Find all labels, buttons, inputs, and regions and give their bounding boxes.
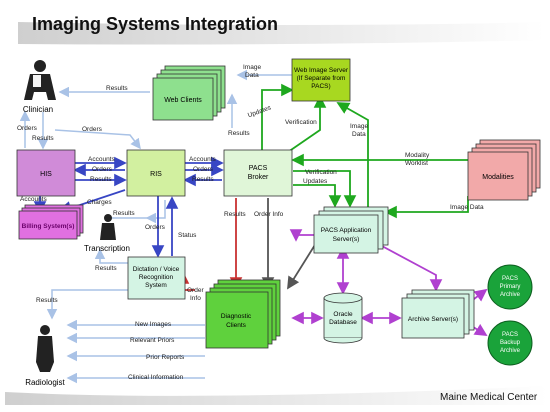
label-orders-2: Orders [193,166,214,173]
node-web-image-server: Web Image Server (If Separate from PACS) [291,58,351,102]
node-modalities: Modalities [467,139,541,201]
label-order-info-1: Order Info [254,211,284,218]
node-web-clients: Web Clients [152,65,226,121]
label-results-clinician: Results [106,85,128,92]
label-order-info-2-1: Order [187,287,204,294]
label-prior-reports: Prior Reports [146,354,185,361]
page-title: Imaging Systems Integration [32,14,278,34]
radiologist-icon [36,325,54,372]
light-blue-connectors [19,69,300,384]
backup-line3: Archive [500,348,521,354]
pacs-broker-line1: PACS [249,165,268,172]
modalities-label: Modalities [482,174,514,181]
label-verification-1: Verification [285,119,317,126]
backup-line1: PACS [502,332,518,338]
label-results-1: Results [90,176,112,183]
label-modality-worklist-1: Modality [405,152,430,159]
label-results-radiologist: Results [36,297,58,304]
node-pacs-backup-archive: PACS Backup Archive [487,320,533,366]
label-status: Status [178,232,197,239]
label-results-pacs: Results [224,211,246,218]
node-ris: RIS [126,149,186,197]
label-image-data-mod: Image Data [450,204,484,211]
connector-labels: Results Image Data Orders Results Orders… [17,64,484,381]
label-accounts-billing: Accounts [20,196,47,203]
node-pacs-broker: PACS Broker [223,149,293,197]
node-billing: Billing System(s) [18,204,84,240]
label-order-info-2-2: Info [190,295,201,302]
label-results-dict: Results [95,265,117,272]
node-pacs-primary-archive: PACS Primary Archive [487,264,533,310]
dictation-line3: System [145,282,167,289]
label-new-images: New Images [135,321,172,328]
footer-text: Maine Medical Center [440,392,538,403]
primary-line3: Archive [500,292,521,298]
label-clinical-information: Clinical Information [128,374,184,381]
label-accounts-1: Accounts [88,156,115,163]
transcription-icon [100,214,116,240]
dark-connectors [261,198,319,290]
label-image-data-top-2: Data [245,72,259,79]
transcription-label: Transcription [84,244,130,253]
dictation-line2: Recognition [139,274,174,281]
clinician-label: Clinician [23,105,53,114]
diagnostic-line1: Diagnostic [221,313,252,320]
node-diagnostic-clients: Diagnostic Clients [205,279,281,349]
label-results-trans: Results [113,210,135,217]
label-updates-2: Updates [303,178,328,185]
label-modality-worklist-2: Worklist [405,160,428,167]
pacs-broker-line2: Broker [248,174,269,181]
label-updates-1: Updates [247,104,273,119]
pacs-app-server-line1: PACS Application [321,227,372,234]
label-results-broker: Results [228,130,250,137]
label-charges: Charges [87,199,112,206]
label-image-data-top-1: Image [243,64,261,71]
web-image-server-line3: PACS) [311,83,330,90]
oracle-line1: Oracle [333,311,353,318]
label-results-his: Results [32,135,54,142]
his-label: HIS [40,171,52,178]
node-dictation: Dictation / Voice Recognition System [127,256,186,300]
label-image-data-2-2: Data [352,131,366,138]
billing-label: Billing System(s) [22,223,75,230]
oracle-line2: Database [329,319,357,326]
footer-bar [5,386,548,405]
label-accounts-2: Accounts [189,156,216,163]
primary-line1: PACS [502,276,518,282]
label-orders-1: Orders [92,166,113,173]
node-pacs-app-server: PACS Application Server(s) [313,206,389,254]
label-verification-2: Verification [305,169,337,176]
pacs-app-server-line2: Server(s) [333,236,360,243]
label-relevant-priors: Relevant Priors [130,337,175,344]
ris-label: RIS [150,171,162,178]
diagnostic-line2: Clients [226,322,247,329]
label-image-data-2-1: Image [350,123,368,130]
dictation-line1: Dictation / Voice [133,266,180,273]
label-orders-left: Orders [17,125,38,132]
web-clients-label: Web Clients [164,97,202,104]
label-orders-ris: Orders [145,224,166,231]
archive-label: Archive Server(s) [408,316,458,323]
node-his: HIS [16,149,76,197]
label-results-2: Results [192,176,214,183]
green-connectors [261,83,469,219]
web-image-server-line2: (If Separate from [297,75,346,82]
backup-line2: Backup [500,340,521,346]
radiologist-label: Radiologist [25,378,65,387]
clinician-icon [24,60,56,100]
primary-line2: Primary [500,284,521,290]
label-orders-mid: Orders [82,126,103,133]
node-archive-servers: Archive Server(s) [401,289,475,339]
title-bar [18,22,545,45]
node-oracle-database: Oracle Database [323,292,363,344]
web-image-server-line1: Web Image Server [294,67,349,74]
